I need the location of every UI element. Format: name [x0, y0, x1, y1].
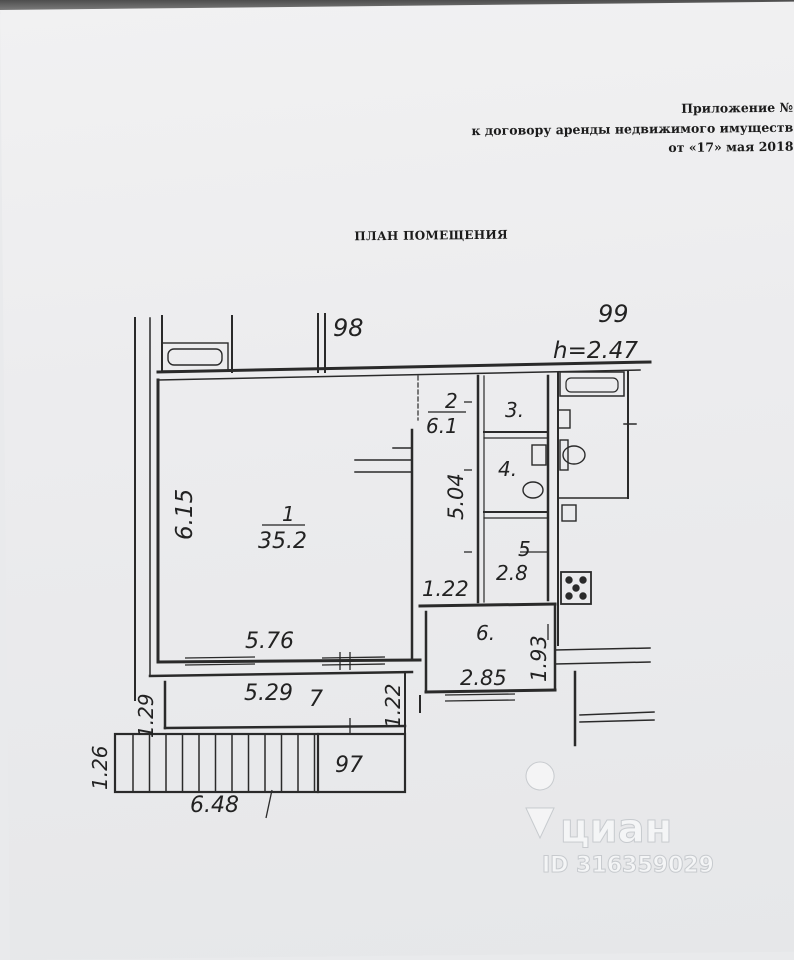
room-4-number: 4. [498, 457, 517, 481]
room-6-number: 6. [476, 621, 495, 645]
room-2-width-dimension: 1.22 [422, 577, 469, 601]
dimension-ticks [265, 401, 549, 819]
room-5-number: 5 [518, 537, 531, 561]
neighbor-98-label: 98 [333, 314, 364, 342]
neighbor-97-label: 97 [335, 753, 363, 778]
toilet-icon [562, 445, 586, 465]
bathtub-icon [161, 342, 229, 372]
room-2-area: 6.1 [426, 414, 458, 438]
toilet-tank-icon [559, 439, 569, 471]
listing-id-text: ID 316359029 [542, 853, 714, 878]
balcony-length-dimension: 5.29 [244, 681, 293, 706]
room-1-depth-dimension: 6.15 [172, 489, 198, 540]
sink-icon [531, 444, 547, 466]
bathtub-basin-icon [167, 348, 223, 366]
cian-brand-text: циан [560, 806, 672, 852]
room-1-number: 1 [282, 502, 295, 526]
cian-logo-icon [525, 761, 555, 840]
room-6-depth-dimension: 1.93 [527, 635, 551, 682]
stair-treads [132, 734, 316, 792]
sink-icon [561, 504, 577, 522]
sink-icon [557, 409, 571, 429]
room-5-area: 2.8 [496, 561, 528, 585]
windows [184, 652, 516, 734]
room-2-length-dimension: 5.04 [444, 473, 468, 520]
room-1-width-dimension: 5.76 [245, 629, 294, 654]
stove-icon [560, 571, 592, 605]
balcony-left-depth-dimension: 1.29 [134, 693, 158, 738]
room-6-width-dimension: 2.85 [460, 666, 507, 690]
balcony-right-depth-dimension: 1.22 [381, 683, 405, 728]
stairs-depth-dimension: 1.26 [88, 745, 112, 790]
room-3-number: 3. [505, 398, 524, 422]
fixtures [161, 342, 592, 605]
plan-walls [113, 313, 655, 794]
stairs-length-dimension: 6.48 [190, 793, 239, 818]
room-2-number: 2 [445, 389, 458, 413]
room-1-area: 35.2 [258, 529, 307, 554]
plan-labels: 98 99 h=2.47 1 35.2 6.15 5.76 2 6.1 5.04… [88, 300, 638, 818]
room-7-number: 7 [309, 687, 323, 712]
toilet-icon [522, 481, 544, 499]
neighbor-99-label: 99 [598, 300, 629, 328]
cian-watermark: циан ID 316359029 [525, 761, 714, 879]
ceiling-height-label: h=2.47 [553, 338, 638, 364]
